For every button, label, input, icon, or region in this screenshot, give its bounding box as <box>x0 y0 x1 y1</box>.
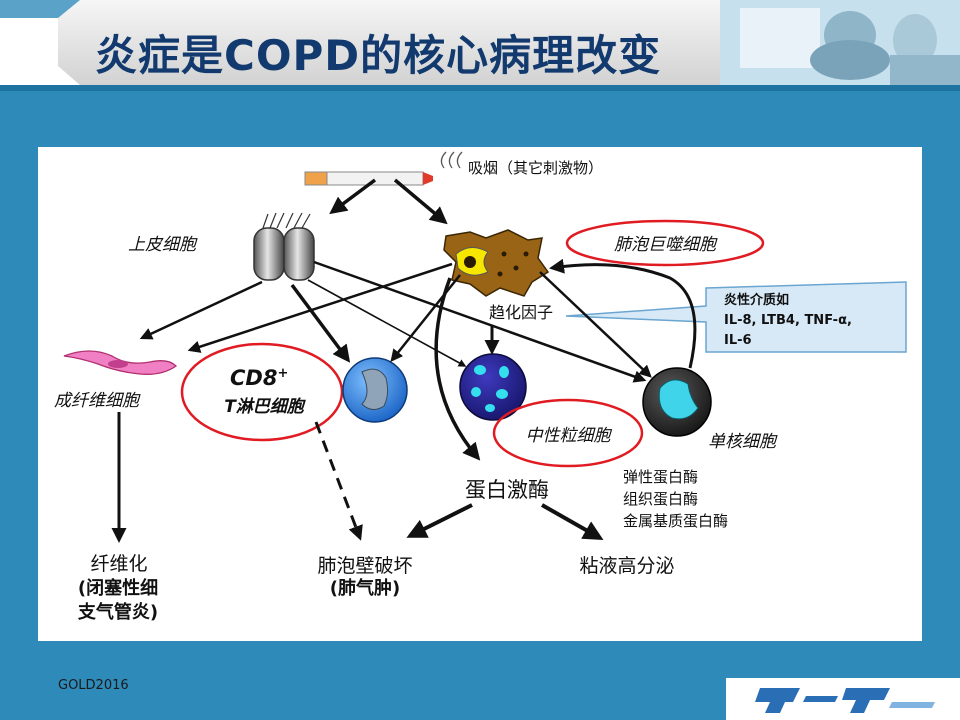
smoking-label: 吸烟（其它刺激物） <box>468 159 603 177</box>
mediator-line1: IL-8, LTB4, TNF-α, <box>724 313 852 328</box>
title-banner <box>58 0 800 85</box>
smoke-icon <box>440 151 463 169</box>
fibrosis-label: 纤维化 <box>90 553 147 575</box>
protease-label: 蛋白激酶 <box>465 478 549 502</box>
tcell-highlight <box>180 342 344 442</box>
footer-source: GOLD2016 <box>58 678 129 693</box>
cd8-main: CD8 <box>230 366 277 390</box>
neutrophil-highlight <box>492 398 644 468</box>
mmp-label: 金属基质蛋白酶 <box>623 512 728 530</box>
monocyte-label: 单核细胞 <box>708 432 778 452</box>
epithelial-cell-icon <box>253 212 315 281</box>
arrow-protease-destruction <box>406 503 473 538</box>
arrow-tcell-destruction <box>314 421 363 541</box>
elastase-label: 弹性蛋白酶 <box>623 468 698 486</box>
arrow-epi-lymphocyte <box>290 283 351 363</box>
monocyte-icon <box>642 367 712 437</box>
neutrophil-icon <box>459 353 527 421</box>
fibrosis-note2: 支气管炎) <box>77 601 158 623</box>
alveolar-destruction-label: 肺泡壁破坏 <box>317 555 412 577</box>
pathway-arrows <box>111 178 697 543</box>
arrow-protease-mucus <box>541 503 604 540</box>
macrophage-highlight <box>565 219 765 267</box>
arrow-mac-monocyte <box>539 271 652 378</box>
footer-logo <box>726 678 960 720</box>
slide-title: 炎症是COPD的核心病理改变 <box>95 31 662 80</box>
header-photo <box>720 0 960 85</box>
fibroblast-icon <box>63 350 178 375</box>
arrow-epi-fibroblast <box>139 280 263 340</box>
cd8-sup: + <box>277 366 288 381</box>
mediator-callout: 炎性介质如 IL-8, LTB4, TNF-α, IL-6 <box>565 281 907 353</box>
lymphocyte-icon <box>342 357 408 423</box>
chemotactic-label: 趋化因子 <box>489 303 553 322</box>
t-lymph-label: T淋巴细胞 <box>224 397 307 417</box>
arrow-smoke-epithelial <box>329 178 377 215</box>
cd8-label: CD8+ <box>230 366 288 390</box>
fibroblast-label: 成纤维细胞 <box>54 391 141 411</box>
mediator-line2: IL-6 <box>724 333 752 348</box>
tissue-protease-label: 组织蛋白酶 <box>623 490 698 508</box>
emphysema-label: (肺气肿) <box>330 577 400 599</box>
arrow-mac-lymphocyte <box>390 274 461 362</box>
neutrophil-label: 中性粒细胞 <box>526 426 613 446</box>
arrow-mac-fibroblast <box>187 262 453 353</box>
macrophage-label: 肺泡巨噬细胞 <box>614 235 718 255</box>
arrow-mac-protease <box>434 277 481 461</box>
arrow-monocyte-macrophage <box>549 258 697 369</box>
arrow-epi-neutrophil <box>307 279 467 367</box>
mediator-title: 炎性介质如 <box>724 292 789 308</box>
arrow-epi-monocyte <box>313 260 647 383</box>
macrophage-icon <box>443 229 550 297</box>
arrow-smoke-macrophage <box>393 178 448 225</box>
cigarette-icon <box>304 171 433 186</box>
mucus-label: 粘液高分泌 <box>579 555 674 577</box>
epithelial-label: 上皮细胞 <box>128 235 198 255</box>
fibrosis-note1: (闭塞性细 <box>78 577 158 599</box>
